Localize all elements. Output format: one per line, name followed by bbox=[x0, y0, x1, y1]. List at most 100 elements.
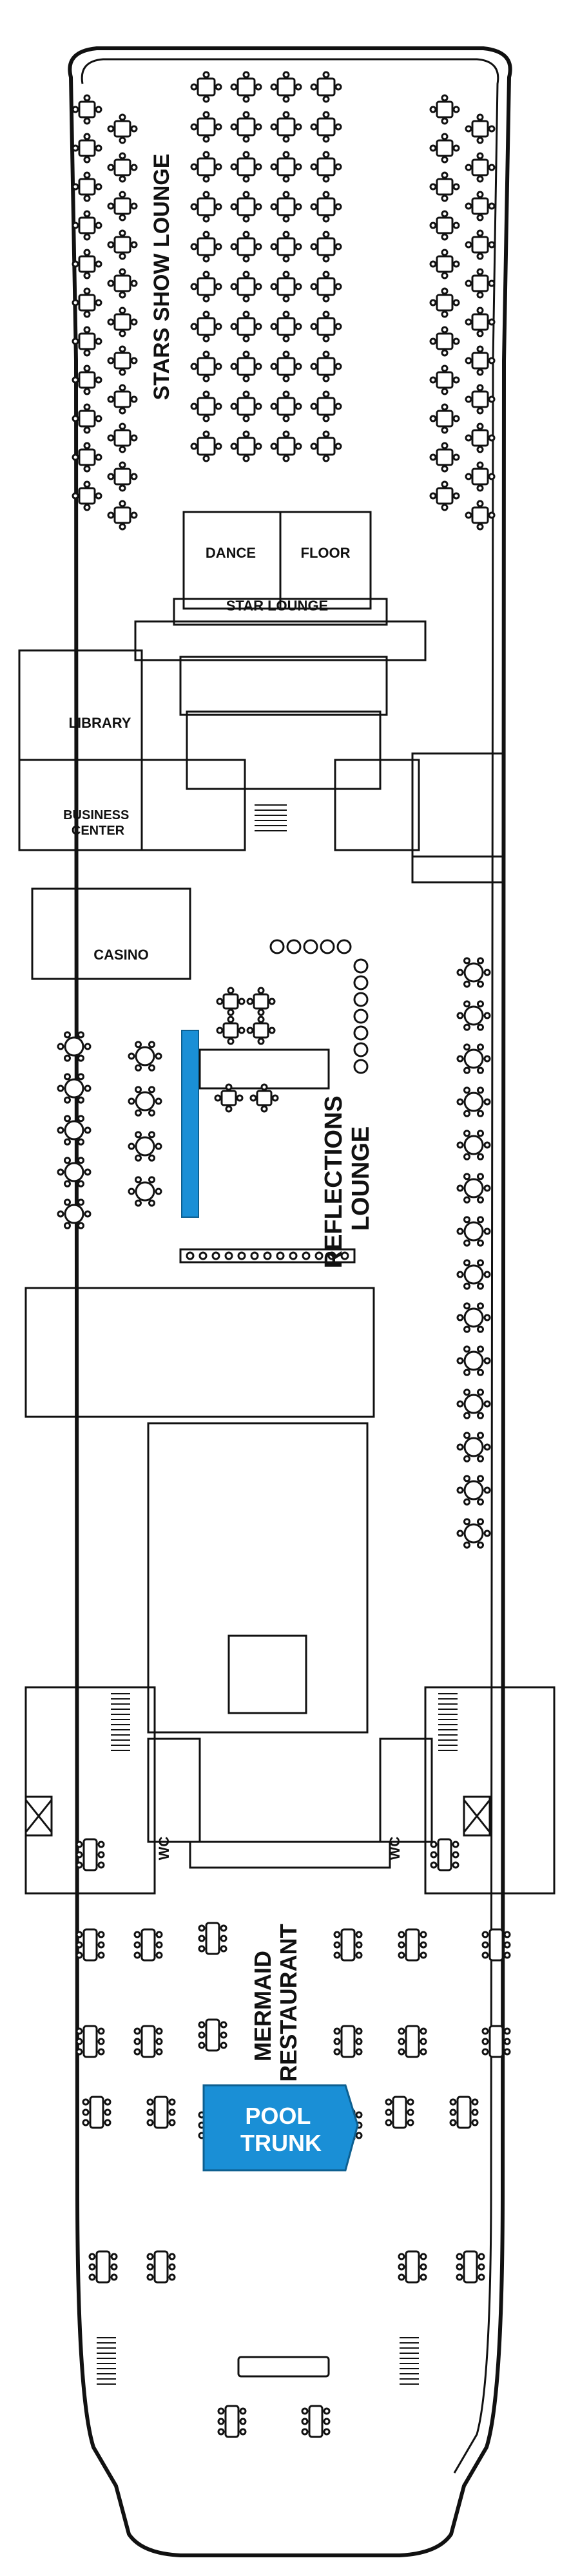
restaurant-table-chair bbox=[75, 1851, 83, 1859]
show-lounge-right-table-chair bbox=[488, 357, 496, 365]
show-lounge-right-table-chair bbox=[441, 287, 449, 295]
reflections-center-table-chair bbox=[216, 1027, 224, 1034]
show-lounge-right-table-chair bbox=[429, 492, 437, 500]
promenade-table-chair bbox=[463, 1518, 470, 1526]
lower-service-area bbox=[24, 1287, 375, 1418]
show-lounge-table-chair bbox=[202, 350, 210, 358]
promenade-table-chair bbox=[477, 1455, 484, 1463]
restaurant-table-chair bbox=[333, 1931, 341, 1938]
show-lounge-left-table-chair bbox=[130, 279, 138, 287]
show-lounge-table-chair bbox=[215, 363, 222, 370]
show-lounge-right-table bbox=[471, 197, 489, 215]
restaurant-table-chair bbox=[449, 2098, 457, 2106]
restaurant-table bbox=[140, 1928, 156, 1962]
show-lounge-left-table-chair bbox=[119, 345, 126, 353]
restaurant-table-chair bbox=[449, 2108, 457, 2116]
restaurant-table-chair bbox=[146, 2253, 154, 2260]
restaurant-table-chair bbox=[355, 2111, 363, 2119]
reflections-center-table-chair bbox=[257, 1016, 265, 1023]
restaurant-table-chair bbox=[75, 1931, 83, 1938]
counter-stool bbox=[314, 1251, 324, 1260]
show-lounge-right-table-chair bbox=[452, 260, 460, 268]
restaurant-table-chair bbox=[481, 2048, 489, 2056]
restaurant-table-chair bbox=[133, 2048, 141, 2056]
counter-stool bbox=[186, 1251, 195, 1260]
show-lounge-right-table-chair bbox=[452, 415, 460, 422]
show-lounge-left-table bbox=[113, 352, 131, 370]
reflections-center-table-chair bbox=[260, 1083, 268, 1091]
promenade-table-chair bbox=[463, 1432, 470, 1439]
star-lounge-label: STAR LOUNGE bbox=[226, 598, 328, 614]
show-lounge-table-chair bbox=[230, 442, 238, 450]
restaurant-table-chair bbox=[146, 2263, 154, 2271]
show-lounge-left-table-chair bbox=[119, 384, 126, 392]
show-lounge-table bbox=[316, 397, 336, 416]
show-lounge-table-chair bbox=[310, 442, 318, 450]
show-lounge-right-table-chair bbox=[441, 504, 449, 511]
show-lounge-table bbox=[316, 437, 336, 456]
reflections-left-table bbox=[135, 1181, 155, 1202]
show-lounge-right-table-chair bbox=[429, 337, 437, 345]
restaurant-table-chair bbox=[420, 2263, 427, 2271]
show-lounge-left-table-chair bbox=[119, 368, 126, 376]
counter-stool bbox=[250, 1251, 259, 1260]
show-lounge-right-table-chair bbox=[452, 376, 460, 384]
show-lounge-table-chair bbox=[310, 323, 318, 330]
restaurant-table-chair bbox=[385, 2108, 392, 2116]
restaurant-table-chair bbox=[398, 2253, 405, 2260]
show-lounge-table-chair bbox=[255, 163, 262, 171]
promenade-table bbox=[463, 1135, 484, 1155]
restaurant-table-chair bbox=[355, 2048, 363, 2056]
promenade-table-chair bbox=[463, 1345, 470, 1353]
reflections-center-table bbox=[253, 993, 269, 1010]
restaurant-table-chair bbox=[323, 2428, 331, 2436]
promenade-table-chair bbox=[456, 1227, 464, 1235]
show-lounge-table-chair bbox=[242, 191, 250, 198]
promenade-table-chair bbox=[477, 1345, 484, 1353]
show-lounge-table-chair bbox=[202, 295, 210, 303]
show-lounge-right-table bbox=[436, 178, 454, 196]
reflections-left-table-chair bbox=[57, 1043, 64, 1050]
reflections-center-table bbox=[256, 1090, 273, 1106]
show-lounge-left-table-chair bbox=[107, 279, 115, 287]
promenade-table-chair bbox=[456, 1357, 464, 1365]
restaurant-table-chair bbox=[75, 1841, 83, 1848]
show-lounge-left-table-chair bbox=[72, 106, 79, 113]
restaurant-table-chair bbox=[503, 1951, 511, 1959]
show-lounge-table-chair bbox=[230, 283, 238, 290]
show-lounge-left-table bbox=[78, 294, 96, 312]
restaurant-table-chair bbox=[146, 2273, 154, 2281]
reflections-left-table-chair bbox=[148, 1109, 155, 1117]
show-lounge-left-table-chair bbox=[130, 164, 138, 171]
restaurant-table-chair bbox=[155, 1941, 163, 1949]
show-lounge-right-table-chair bbox=[488, 318, 496, 326]
show-lounge-right-table-chair bbox=[452, 453, 460, 461]
show-lounge-right-table-chair bbox=[465, 279, 472, 287]
show-lounge-table-chair bbox=[255, 243, 262, 251]
show-lounge-left-table-chair bbox=[95, 222, 102, 229]
reflections-left-table-chair bbox=[84, 1168, 92, 1176]
promenade-table-chair bbox=[463, 980, 470, 988]
show-lounge-left-table-chair bbox=[83, 233, 91, 241]
promenade-table-chair bbox=[483, 1314, 491, 1321]
show-lounge-table-chair bbox=[215, 283, 222, 290]
reflections-left-table-chair bbox=[135, 1131, 142, 1139]
restaurant-table-chair bbox=[220, 2021, 227, 2029]
show-lounge-right-table bbox=[471, 429, 489, 447]
restaurant-table-chair bbox=[478, 2263, 485, 2271]
show-lounge-table-chair bbox=[230, 363, 238, 370]
show-lounge-left-table-chair bbox=[119, 175, 126, 183]
show-lounge-table-chair bbox=[322, 151, 330, 158]
show-lounge-table-chair bbox=[282, 255, 290, 263]
star-lounge-box bbox=[173, 598, 388, 626]
reflections-center-table-chair bbox=[225, 1105, 233, 1113]
show-lounge-table-chair bbox=[310, 283, 318, 290]
reflections-left-table-chair bbox=[64, 1054, 71, 1062]
show-lounge-left-table bbox=[78, 371, 96, 389]
show-lounge-left-table-chair bbox=[83, 287, 91, 295]
show-lounge-left-table bbox=[113, 120, 131, 138]
promenade-table-chair bbox=[456, 1098, 464, 1106]
show-lounge-table-chair bbox=[202, 390, 210, 398]
show-lounge-left-table-chair bbox=[83, 504, 91, 511]
show-lounge-table-chair bbox=[282, 350, 290, 358]
